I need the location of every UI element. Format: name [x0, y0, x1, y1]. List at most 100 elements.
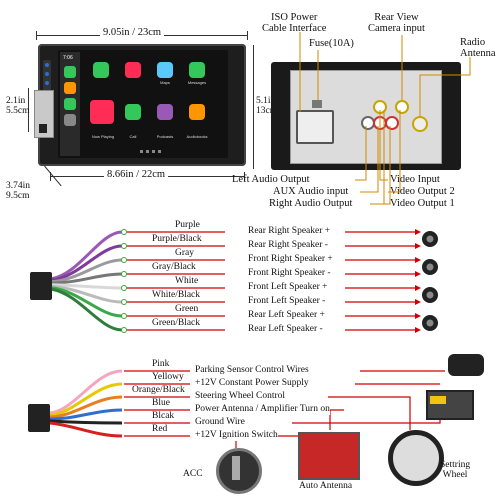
speaker-wire-color-label: White/Black — [152, 290, 201, 300]
rca-jack-right-audio — [385, 116, 399, 130]
wire-end-marker — [121, 271, 127, 277]
power-wire-color-label: Orange/Black — [132, 385, 185, 395]
iso-power-label: ISO Power Cable Interface — [262, 12, 327, 35]
power-wire — [49, 408, 123, 421]
speaker-connector-block — [30, 272, 52, 300]
rear-leader-lines — [299, 32, 471, 205]
speaker-cone — [426, 263, 434, 271]
fuse-holder — [312, 100, 322, 108]
power-wire — [49, 419, 123, 425]
radio-antenna-label: Radio Antenna — [460, 37, 496, 60]
speaker-arrow-head — [415, 229, 421, 235]
speaker-arrow-head — [415, 243, 421, 249]
power-wire-function-label: +12V Constant Power Supply — [195, 378, 309, 389]
speaker-cone — [426, 291, 434, 299]
bottom-width-label: 8.66in / 22cm — [104, 169, 169, 181]
antenna-leader — [329, 409, 344, 430]
wire-end-marker — [121, 327, 127, 333]
power-wire — [49, 382, 123, 417]
speaker-wire — [51, 284, 123, 304]
speaker-wire — [51, 283, 123, 290]
speaker-wire-color-label: Green — [175, 304, 199, 314]
speaker-wire — [51, 287, 123, 332]
speaker-wire-function-label: Front Left Speaker - — [248, 296, 326, 307]
app-podcasts-icon[interactable] — [157, 104, 173, 120]
power-wire-function-label: Steering Wheel Control — [195, 391, 286, 402]
wire-end-marker — [121, 299, 127, 305]
rca-jack-video-output — [395, 100, 409, 114]
power-wire-color-label: Blue — [152, 398, 170, 408]
speaker-wire-function-label: Front Right Speaker + — [248, 254, 333, 265]
right-height-label: 5.1in 13cm — [256, 96, 278, 117]
speaker-wire-color-label: Purple — [175, 220, 200, 230]
speaker-arrow-head — [415, 257, 421, 263]
wire-end-marker — [121, 229, 127, 235]
power-connector-block — [28, 404, 50, 432]
auto-antenna-image — [298, 432, 360, 480]
power-wire-function-label: +12V Ignition Switch — [195, 430, 278, 441]
right-audio-output-label: Right Audio Output — [269, 198, 353, 209]
speaker-arrow-head — [415, 327, 421, 333]
speaker-wire-function-label: Front Left Speaker + — [248, 282, 328, 293]
speaker-wire-color-label: Gray/Black — [152, 262, 196, 272]
wire-end-marker — [121, 257, 127, 263]
usb-port — [39, 124, 47, 133]
sidebar-messages-icon — [64, 98, 76, 110]
battery-image — [426, 390, 474, 420]
app-nowplaying-icon[interactable] — [90, 100, 114, 124]
rear-camera-label: Rear View Camera input — [368, 12, 425, 35]
video-output-2-label: Video Output 2 — [390, 186, 455, 197]
video-output-1-label: Video Output 1 — [390, 198, 455, 209]
app-audiobooks-label: Audiobooks — [186, 134, 208, 139]
iso-connector — [296, 110, 334, 144]
app-maps-icon[interactable] — [157, 62, 173, 78]
parking-camera-image — [448, 354, 484, 376]
speaker-wire-function-label: Rear Left Speaker + — [248, 310, 325, 321]
depth-label: 3.74in 9.5cm — [6, 181, 31, 202]
power-wire-function-label: Ground Wire — [195, 417, 245, 428]
power-wire-function-label: Power Antenna / Amplifier Turn on — [195, 404, 330, 415]
screen-time: 7:06 — [63, 55, 73, 61]
speaker-wire-color-label: Purple/Black — [152, 234, 202, 244]
power-wire-color-label: Blcak — [152, 411, 175, 421]
aux-audio-input-label: AUX Audio input — [273, 186, 349, 197]
width-label: 9.05in / 23cm — [100, 27, 165, 39]
wire-end-marker — [121, 285, 127, 291]
speaker-arrow-head — [415, 313, 421, 319]
app-maps-label: Maps — [160, 80, 170, 85]
speaker-wire — [51, 272, 123, 285]
app-call-icon[interactable] — [125, 104, 141, 120]
speaker-wire-function-label: Rear Left Speaker - — [248, 324, 323, 335]
speaker-cone — [426, 319, 434, 327]
app-music-icon[interactable] — [125, 62, 141, 78]
sidebar-grid-icon — [64, 114, 76, 126]
power-wire — [49, 395, 123, 419]
power-wire-color-label: Yellowy — [152, 372, 184, 382]
power-wire-function-label: Parking Sensor Control Wires — [195, 365, 309, 376]
steering-leader — [328, 396, 411, 430]
speaker-arrow-head — [415, 271, 421, 277]
speaker-cone — [426, 235, 434, 243]
sidebar-phone-icon — [64, 66, 76, 78]
speaker-wire-color-label: Green/Black — [152, 318, 201, 328]
side-button-strip — [43, 60, 51, 115]
wire-end-marker — [121, 243, 127, 249]
app-audiobooks-icon[interactable] — [189, 104, 205, 120]
app-messages-icon[interactable] — [189, 62, 205, 78]
speaker-wire-color-label: Gray — [175, 248, 194, 258]
wire-end-marker — [121, 313, 127, 319]
sidebar-podcast-icon — [64, 82, 76, 94]
speaker-wire-function-label: Front Right Speaker - — [248, 268, 331, 279]
app-phone-icon[interactable] — [93, 62, 109, 78]
speaker-arrow-head — [415, 299, 421, 305]
battery-label-sticker — [430, 396, 446, 404]
power-wire-color-label: Pink — [152, 359, 170, 369]
key-slot — [232, 456, 240, 480]
page-dots — [140, 150, 164, 153]
power-wire — [49, 369, 123, 415]
fuse-label: Fuse(10A) — [309, 38, 354, 49]
speaker-wire — [51, 286, 123, 318]
left-audio-output-label: Left Audio Output — [232, 174, 310, 185]
app-nowplaying-label: Now Playing — [91, 134, 115, 139]
